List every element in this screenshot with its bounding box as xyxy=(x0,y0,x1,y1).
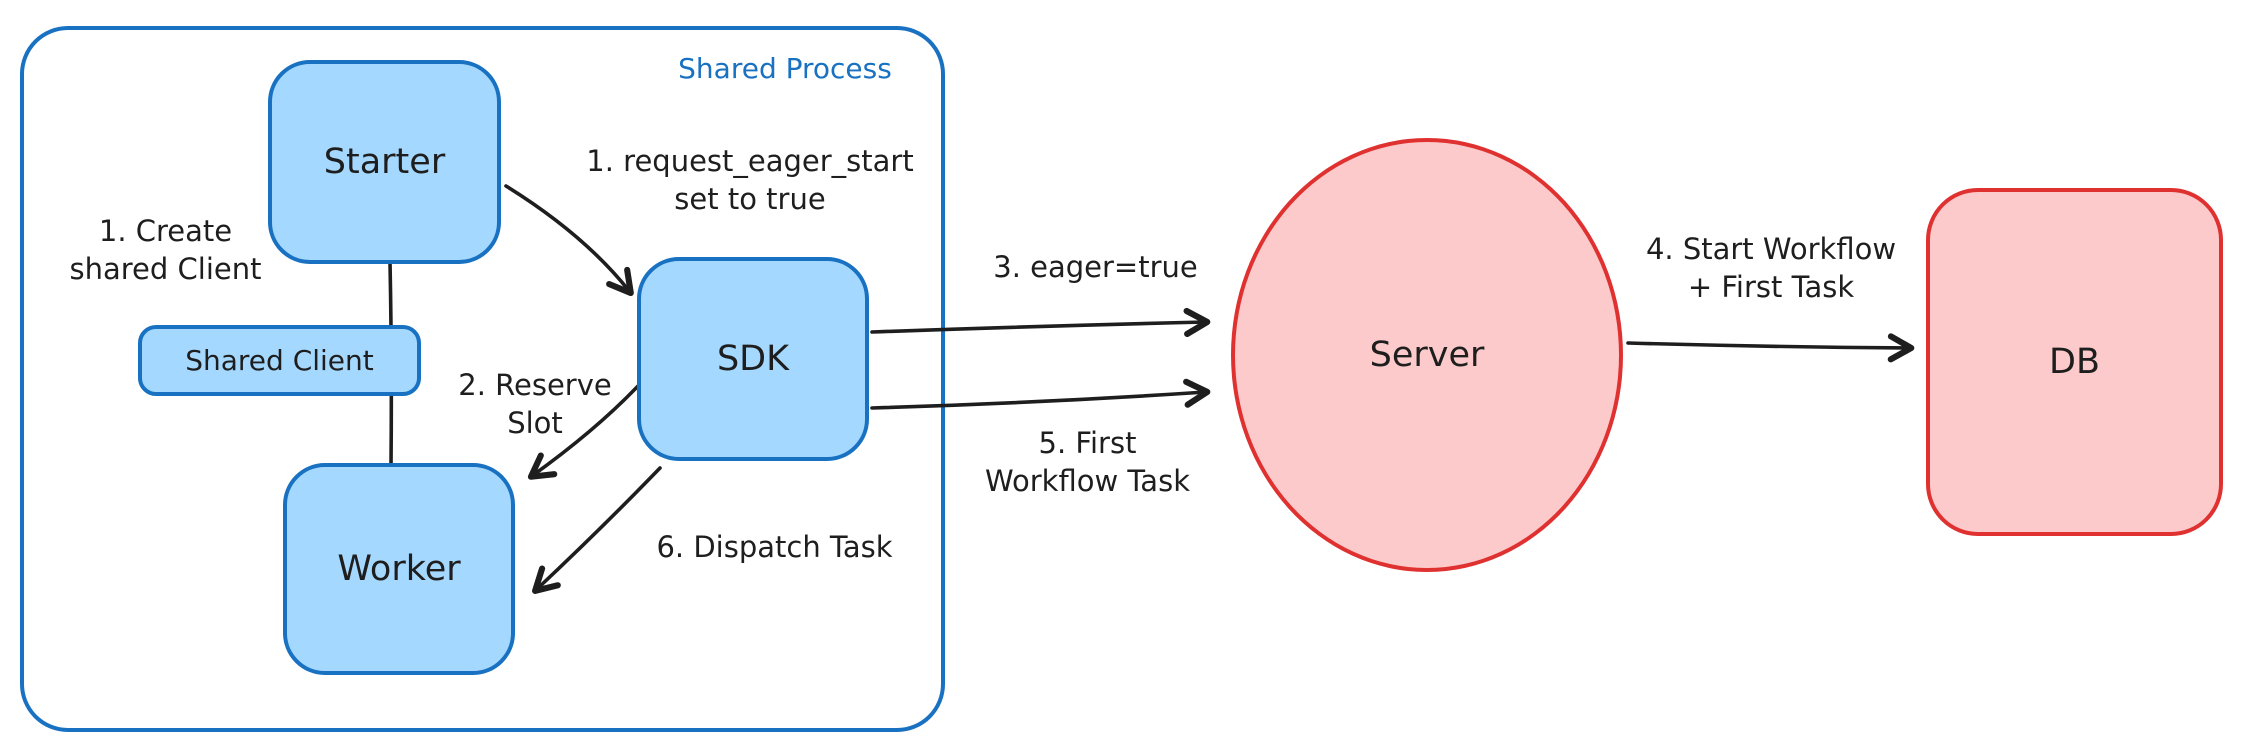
db-node: DB xyxy=(1926,188,2223,536)
label-create-shared-client: 1. Create shared Client xyxy=(48,212,283,289)
label-line: Slot xyxy=(507,406,563,441)
label-line: 1. request_eager_start xyxy=(586,144,914,178)
shared-client-node: Shared Client xyxy=(138,325,421,396)
label-line: Workflow Task xyxy=(985,464,1190,499)
label-request-eager-start: 1. request_eager_start set to true xyxy=(545,142,955,219)
worker-node: Worker xyxy=(283,463,515,675)
label-line: + First Task xyxy=(1687,270,1855,305)
starter-label: Starter xyxy=(323,142,446,182)
label-first-workflow-task: 5. First Workflow Task xyxy=(955,424,1220,501)
shared-process-container xyxy=(20,26,945,732)
label-line: 4. Start Workflow xyxy=(1645,232,1897,266)
worker-label: Worker xyxy=(337,549,461,589)
label-line: shared Client xyxy=(69,252,262,287)
arrow-server-to-db xyxy=(1626,333,1915,363)
sdk-label: SDK xyxy=(716,339,790,379)
server-node: Server xyxy=(1231,138,1623,572)
shared-client-label: Shared Client xyxy=(185,344,374,377)
sdk-node: SDK xyxy=(637,257,869,461)
label-reserve-slot: 2. Reserve Slot xyxy=(445,366,625,443)
label-eager-true: 3. eager=true xyxy=(993,250,1198,284)
server-label: Server xyxy=(1369,335,1485,375)
label-line: set to true xyxy=(674,182,826,217)
label-line: 1. Create xyxy=(98,214,233,248)
label-dispatch-task: 6. Dispatch Task xyxy=(656,530,893,564)
label-line: 5. First xyxy=(1038,426,1137,460)
db-label: DB xyxy=(2049,342,2100,382)
label-line: 2. Reserve xyxy=(458,368,612,402)
shared-process-label: Shared Process xyxy=(678,52,892,85)
label-start-workflow: 4. Start Workflow + First Task xyxy=(1611,230,1931,307)
starter-node: Starter xyxy=(268,60,501,264)
